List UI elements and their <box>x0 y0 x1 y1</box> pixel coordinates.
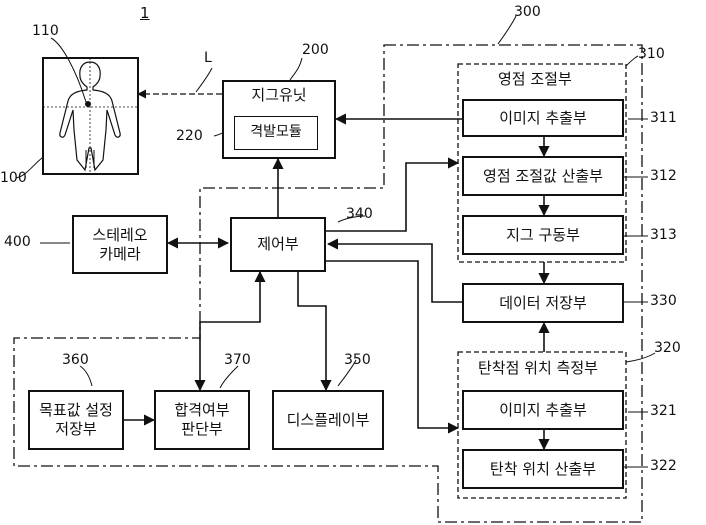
image-extract-1-block: 이미지 추출부 <box>462 99 624 137</box>
jig-unit-label: 지그유닛 <box>251 86 307 104</box>
ref-311: 311 <box>650 110 677 126</box>
impact-measure-group-title: 탄착점 위치 측정부 <box>476 357 600 378</box>
excitation-module-block: 격발모듈 <box>234 116 318 150</box>
stereo-camera-line2: 카메라 <box>99 244 141 263</box>
target-value-line2: 저장부 <box>55 420 97 438</box>
ref-400: 400 <box>4 234 31 250</box>
ref-321: 321 <box>650 403 677 419</box>
ref-313: 313 <box>650 227 677 243</box>
ref-360: 360 <box>62 352 89 368</box>
stereo-camera-line1: 스테레오 <box>92 225 148 244</box>
ref-340: 340 <box>346 206 373 222</box>
ref-350: 350 <box>344 352 371 368</box>
jig-drive-label: 지그 구동부 <box>506 225 580 244</box>
image-extract-2-label: 이미지 추출부 <box>499 400 587 419</box>
stereo-camera-block: 스테레오 카메라 <box>72 215 168 274</box>
focus-adjust-group-title: 영점 조절부 <box>496 68 574 89</box>
ref-312: 312 <box>650 168 677 184</box>
jig-drive-block: 지그 구동부 <box>462 215 624 255</box>
data-storage-block: 데이터 저장부 <box>462 283 624 323</box>
system-300-boundary <box>13 44 643 523</box>
target-value-storage-block: 목표값 설정 저장부 <box>28 390 124 450</box>
data-storage-label: 데이터 저장부 <box>499 293 587 312</box>
display-unit-block: 디스플레이부 <box>272 390 384 450</box>
control-unit-block: 제어부 <box>230 217 326 272</box>
excitation-module-label: 격발모듈 <box>250 124 302 141</box>
ref-330: 330 <box>650 293 677 309</box>
figure-number: 1 <box>140 4 150 22</box>
ref-L: L <box>204 50 212 66</box>
ref-310: 310 <box>638 46 665 62</box>
image-extract-2-block: 이미지 추출부 <box>462 390 624 430</box>
pass-fail-line2: 판단부 <box>181 420 223 438</box>
pass-fail-line1: 합격여부 <box>174 401 230 420</box>
impact-position-calc-block: 탄착 위치 산출부 <box>462 449 624 489</box>
display-unit-label: 디스플레이부 <box>286 410 370 429</box>
image-extract-1-label: 이미지 추출부 <box>499 108 587 127</box>
impact-position-calc-label: 탄착 위치 산출부 <box>489 459 597 478</box>
ref-200: 200 <box>302 42 329 58</box>
ref-370: 370 <box>224 352 251 368</box>
control-unit-label: 제어부 <box>257 235 299 254</box>
focus-value-calc-label: 영점 조절값 산출부 <box>483 166 603 185</box>
focus-value-calc-block: 영점 조절값 산출부 <box>462 156 624 196</box>
target-value-line1: 목표값 설정 <box>39 401 113 420</box>
ref-100: 100 <box>0 170 27 186</box>
ref-322: 322 <box>650 458 677 474</box>
target-figure <box>42 57 139 175</box>
ref-300: 300 <box>514 4 541 20</box>
ref-220: 220 <box>176 128 203 144</box>
ref-110: 110 <box>32 23 59 39</box>
ref-320: 320 <box>654 340 681 356</box>
pass-fail-block: 합격여부 판단부 <box>154 390 250 450</box>
